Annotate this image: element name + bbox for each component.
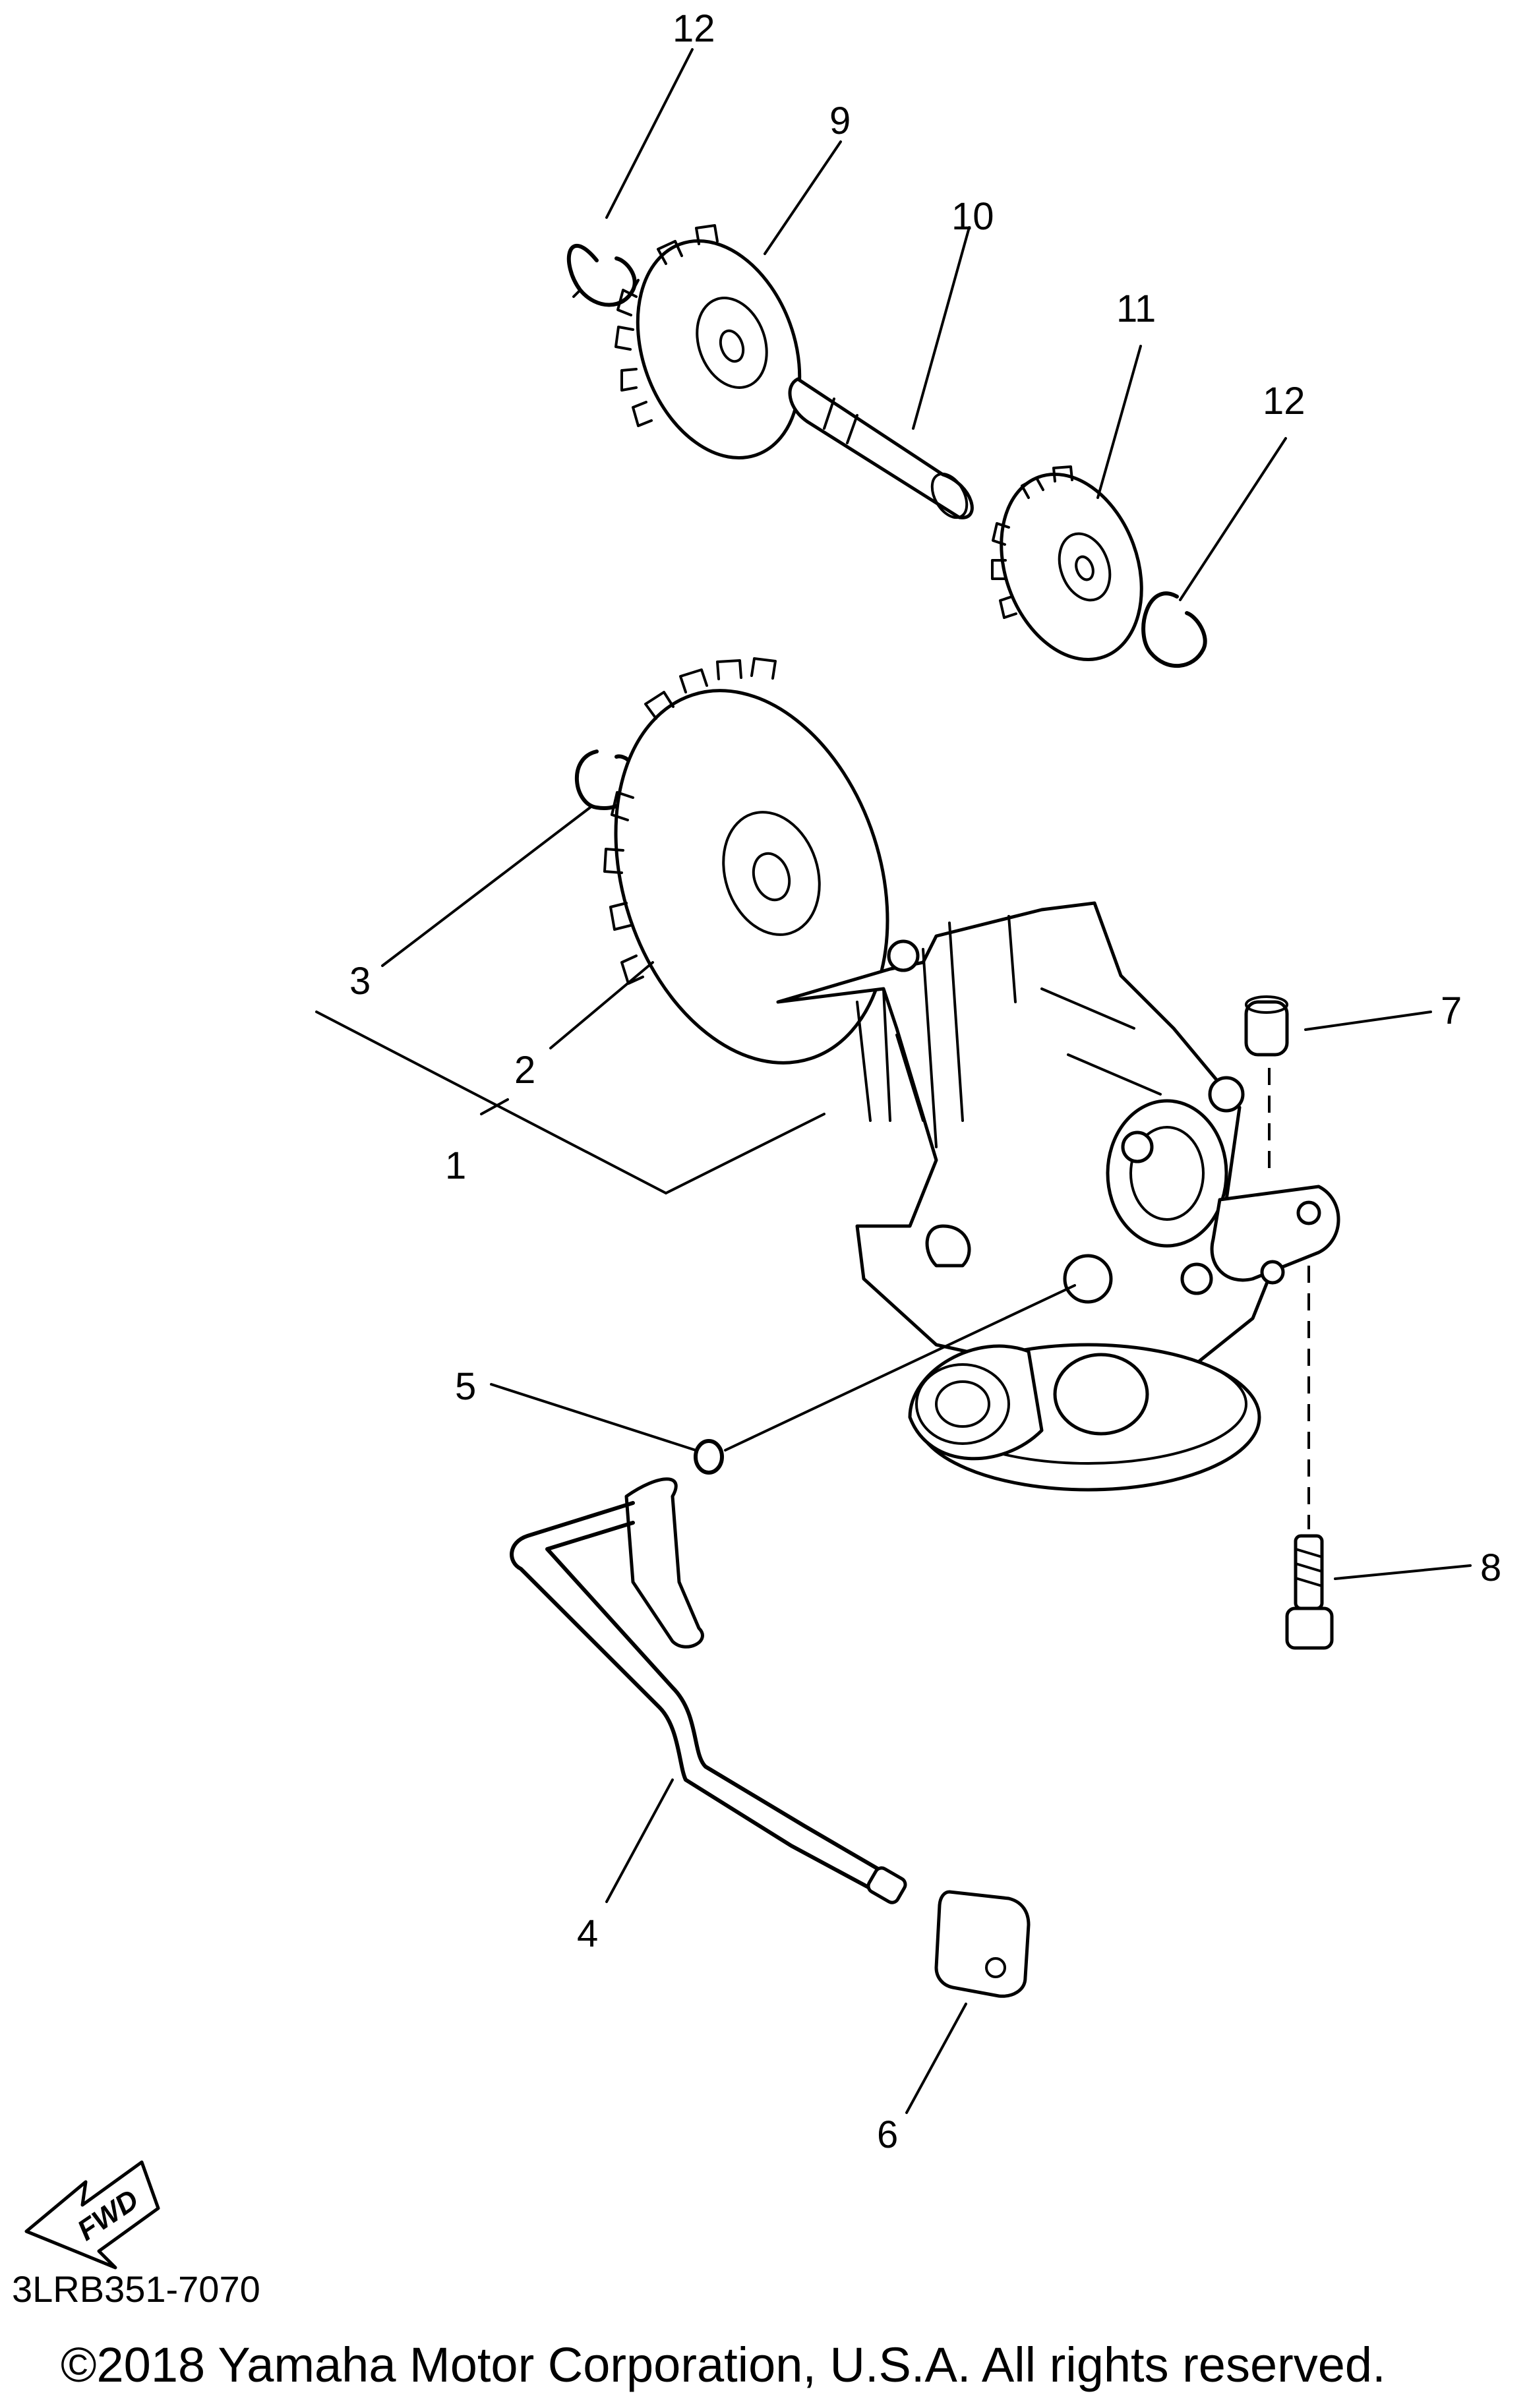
- callout-12-top: 12: [673, 7, 715, 50]
- callout-2: 2: [514, 1049, 536, 1092]
- callout-3: 3: [349, 960, 371, 1003]
- leader-lines: [315, 48, 1472, 2114]
- callout-8: 8: [1480, 1546, 1502, 1589]
- callout-9: 9: [829, 100, 851, 142]
- part-code: 3LRB351-7070: [12, 2268, 260, 2310]
- callout-11: 11: [1116, 287, 1156, 330]
- collar-7: [1244, 995, 1289, 1057]
- callout-12-right: 12: [1263, 380, 1305, 423]
- shaft-10: [788, 377, 974, 519]
- gear-9: [615, 224, 802, 460]
- copyright-notice: ©2018 Yamaha Motor Corporation, U.S.A. A…: [61, 2337, 1386, 2392]
- oil-pump-body: [776, 901, 1340, 1492]
- oil-pipe-4: [510, 1477, 907, 1904]
- bolt-8: [1285, 1534, 1334, 1650]
- callout-1: 1: [445, 1144, 467, 1187]
- plate-6: [934, 1890, 1031, 1998]
- callout-6: 6: [877, 2113, 899, 2156]
- gear-2: [603, 657, 889, 1065]
- gear-11: [991, 465, 1143, 661]
- callout-4: 4: [577, 1912, 599, 1955]
- callout-10: 10: [951, 195, 994, 238]
- o-ring-5: [694, 1439, 724, 1475]
- callout-5: 5: [455, 1365, 477, 1408]
- circlip-12-top: [566, 243, 640, 307]
- callout-7: 7: [1441, 989, 1462, 1032]
- circlip-12-right: [1141, 591, 1207, 668]
- fwd-arrow-icon: FWD: [24, 2160, 160, 2270]
